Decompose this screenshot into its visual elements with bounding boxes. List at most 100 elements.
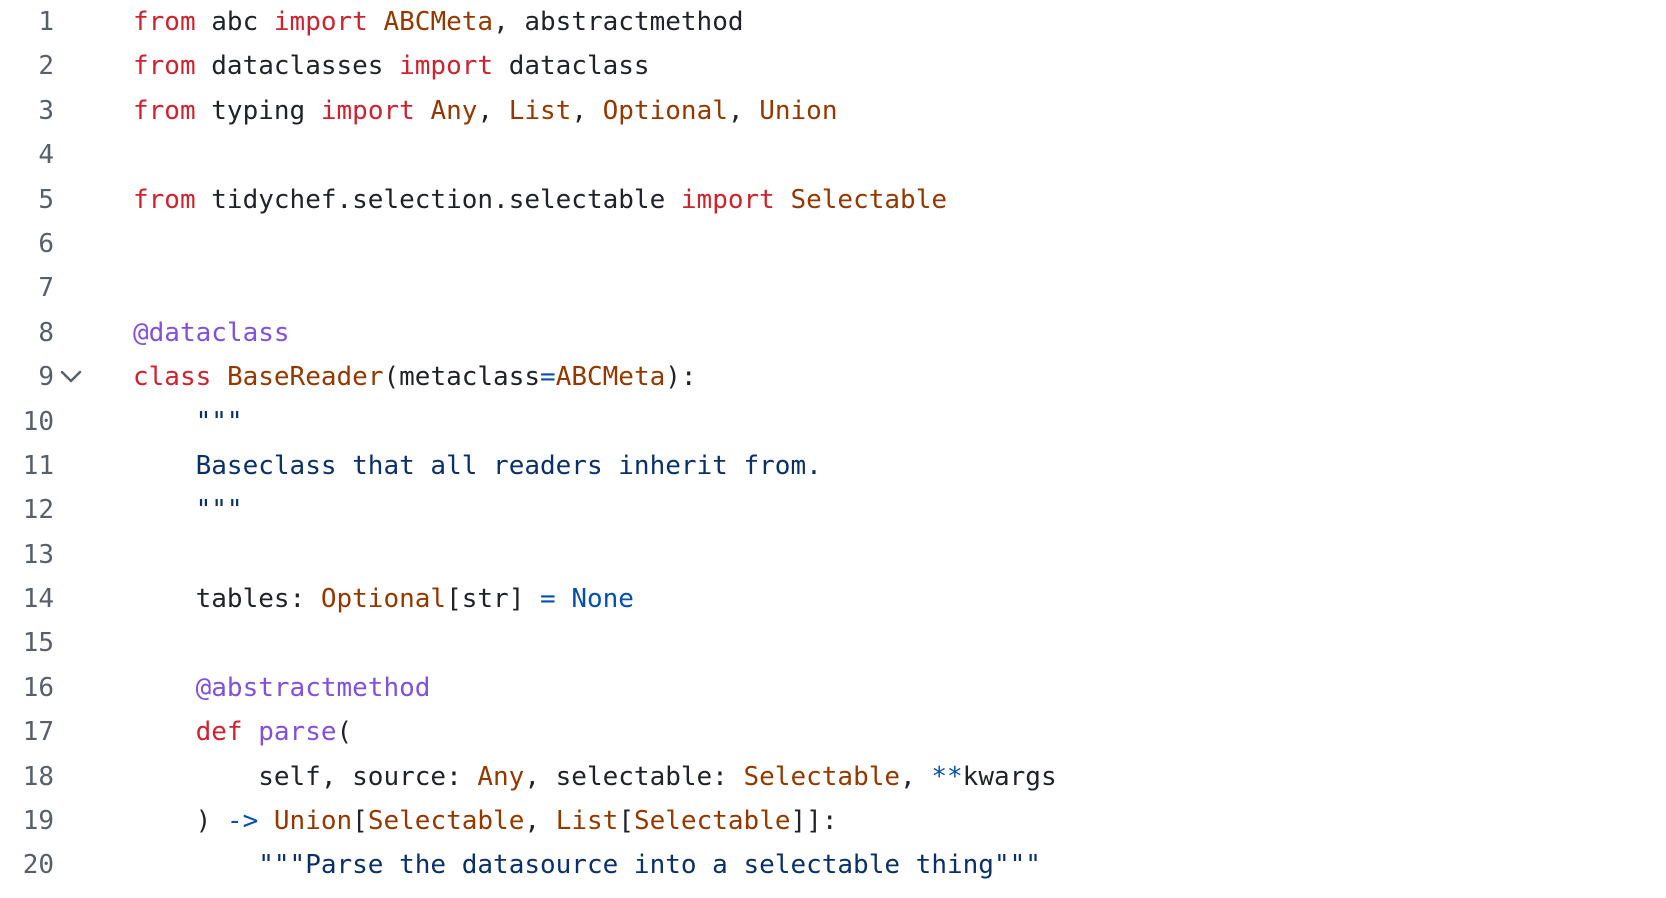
line-code: tables: Optional[str] = None	[133, 577, 634, 621]
code-token: dataclass	[493, 51, 650, 82]
code-token: abc	[195, 7, 274, 37]
line-code: """Parse the datasource into a selectabl…	[133, 843, 1041, 887]
code-token: ,	[571, 95, 603, 126]
line-number[interactable]: 6	[38, 228, 54, 259]
line-number[interactable]: 11	[22, 450, 54, 481]
line-code: """	[133, 400, 243, 444]
line-number[interactable]: 12	[22, 495, 54, 526]
line-number[interactable]: 10	[22, 406, 54, 437]
code-token: ->	[226, 806, 259, 837]
code-token: , selectable:	[524, 761, 744, 792]
code-token: [	[352, 806, 368, 837]
code-token	[211, 362, 227, 392]
code-token: """	[195, 406, 243, 437]
code-token: [	[618, 806, 634, 837]
code-token: Selectable	[367, 806, 525, 837]
code-token: """Parse the datasource into a selectabl…	[258, 850, 1041, 881]
line-number[interactable]: 16	[22, 672, 54, 703]
line-number[interactable]: 15	[22, 628, 54, 659]
code-token: Optional	[320, 584, 447, 615]
line-number[interactable]: 8	[38, 317, 54, 348]
code-line: 10 """	[0, 400, 1666, 444]
code-token	[243, 717, 259, 747]
code-token: tables:	[133, 584, 321, 615]
code-token: (	[336, 717, 353, 748]
line-number[interactable]: 1	[38, 7, 54, 37]
code-token	[133, 451, 196, 481]
code-token: Any	[430, 95, 478, 126]
code-token	[415, 96, 431, 126]
code-token: from	[133, 7, 196, 37]
code-line: 8 @dataclass	[0, 311, 1666, 355]
code-line: 3 from typing import Any, List, Optional,…	[0, 89, 1666, 133]
code-token: =	[540, 584, 556, 615]
chevron-down-icon[interactable]	[58, 355, 84, 399]
code-token: ,	[477, 95, 509, 126]
code-token: from	[133, 184, 196, 215]
code-token	[775, 185, 791, 215]
line-code: ) -> Union[Selectable, List[Selectable]]…	[133, 799, 838, 843]
code-line: 2 from dataclasses import dataclass	[0, 44, 1666, 88]
code-token: def	[195, 717, 243, 748]
code-token: ,	[524, 806, 556, 837]
code-token	[368, 7, 384, 37]
code-token: List	[508, 95, 572, 126]
code-token: dataclasses	[195, 51, 400, 82]
line-number[interactable]: 4	[38, 140, 54, 171]
line-code: Baseclass that all readers inherit from.	[133, 444, 822, 488]
code-token: @abstractmethod	[195, 672, 431, 703]
code-token: import	[680, 184, 775, 215]
code-token: ABCMeta	[555, 362, 666, 393]
line-number[interactable]: 13	[22, 539, 54, 570]
line-code: from typing import Any, List, Optional, …	[133, 89, 837, 133]
code-token: None	[571, 584, 634, 615]
code-token: Selectable	[633, 806, 791, 837]
code-token: (metaclass	[383, 362, 541, 393]
line-code: class BaseReader(metaclass=ABCMeta):	[133, 355, 697, 399]
code-line: 5 from tidychef.selection.selectable impo…	[0, 178, 1666, 222]
code-token: import	[399, 51, 494, 82]
code-line: 17 def parse(	[0, 710, 1666, 754]
code-token: from	[133, 51, 196, 82]
code-token	[133, 407, 196, 437]
code-token: , abstractmethod	[493, 7, 744, 37]
line-number[interactable]: 7	[38, 273, 54, 304]
code-token: Union	[759, 95, 838, 126]
code-token: kwargs	[962, 761, 1057, 792]
line-code: def parse(	[133, 710, 353, 754]
code-token: typing	[195, 95, 321, 126]
line-number[interactable]: 14	[22, 584, 54, 615]
line-number[interactable]: 5	[38, 184, 54, 215]
line-number[interactable]: 3	[38, 95, 54, 126]
code-token: Selectable	[743, 761, 901, 792]
code-token: Any	[477, 761, 525, 792]
code-token: parse	[258, 717, 337, 748]
code-token: **	[931, 761, 963, 792]
line-number[interactable]: 9	[38, 362, 54, 393]
code-token: import	[320, 95, 415, 126]
code-line: 9 class BaseReader(metaclass=ABCMeta):	[0, 355, 1666, 399]
code-token: from	[133, 95, 196, 126]
code-line: 4	[0, 133, 1666, 177]
line-code: @dataclass	[133, 311, 290, 355]
line-number[interactable]: 19	[22, 806, 54, 837]
code-line: 14 tables: Optional[str] = None	[0, 577, 1666, 621]
code-token	[556, 584, 572, 614]
line-number[interactable]: 20	[22, 850, 54, 881]
line-number[interactable]: 18	[22, 761, 54, 792]
code-line: 16 @abstractmethod	[0, 666, 1666, 710]
line-number[interactable]: 17	[22, 717, 54, 748]
code-token: List	[555, 806, 619, 837]
code-line: 18 self, source: Any, selectable: Select…	[0, 755, 1666, 799]
code-token: Union	[273, 806, 353, 837]
line-code: from tidychef.selection.selectable impor…	[133, 178, 947, 222]
code-token: ):	[665, 362, 697, 393]
code-line: 6	[0, 222, 1666, 266]
code-token: Optional	[602, 95, 728, 126]
code-token: )	[133, 806, 227, 837]
line-code: @abstractmethod	[133, 666, 431, 710]
line-number[interactable]: 2	[38, 51, 54, 82]
code-token: ,	[727, 95, 760, 126]
code-token: tidychef.selection.selectable	[195, 184, 681, 215]
